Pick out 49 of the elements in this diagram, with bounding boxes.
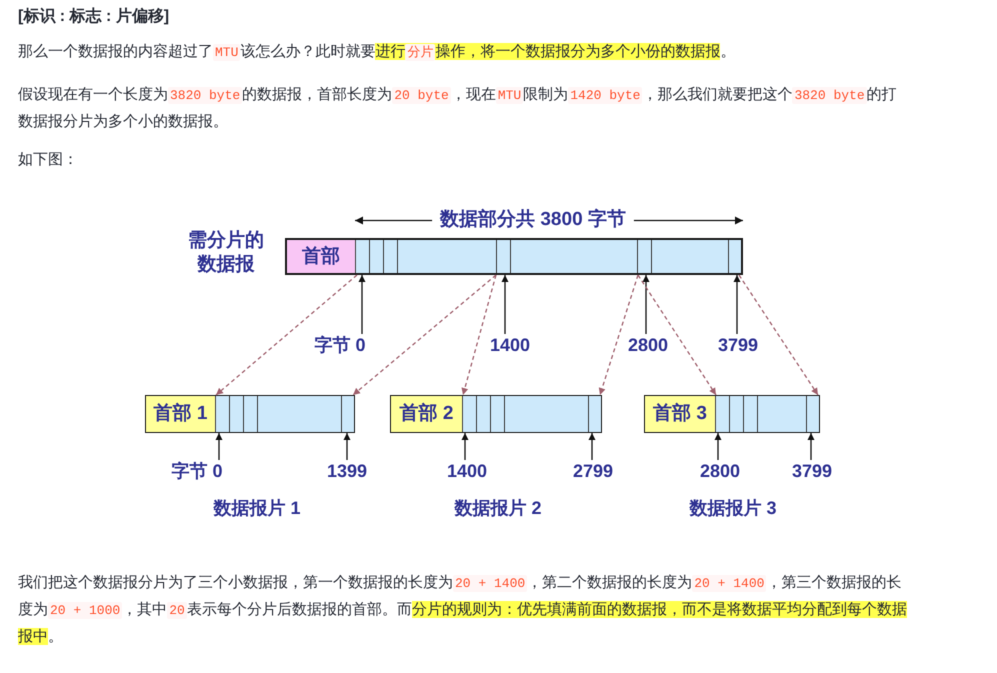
paragraph: 如下图： [18, 150, 78, 170]
byte-offset-label: 3799 [718, 334, 758, 356]
header-segment [391, 396, 462, 432]
datagram-caption: 需分片的数据报 [187, 229, 265, 277]
datagram-bar [285, 238, 743, 275]
byte-offset-label: 3799 [792, 460, 832, 482]
fragment-bar [390, 395, 602, 433]
data-segment [355, 240, 741, 273]
arrow [588, 433, 596, 460]
data-segment [215, 396, 354, 432]
byte-offset-label: 字节 0 [314, 334, 366, 356]
dashed-arrow [637, 274, 717, 396]
dashed-arrow [738, 274, 819, 396]
dimension-label: 数据部分共 3800 字节 [440, 208, 626, 232]
header-segment [146, 396, 215, 432]
fragment-caption: 数据报片 2 [454, 497, 542, 520]
byte-offset-label: 1400 [446, 460, 488, 482]
byte-offset-label: 1400 [490, 334, 530, 356]
header-label: 首部 3 [653, 403, 707, 425]
fragment-bar [644, 395, 820, 433]
byte-offset-label: 2800 [700, 460, 740, 482]
dashed-arrow [598, 274, 639, 396]
dashed-arrow [352, 274, 496, 396]
fragment-bar [145, 395, 355, 433]
dashed-arrow [461, 274, 497, 396]
data-segment [462, 396, 601, 432]
data-segment [715, 396, 819, 432]
byte-offset-label: 字节 0 [172, 460, 222, 482]
arrow [734, 275, 740, 334]
arrow [344, 433, 350, 460]
dashed-arrow [216, 274, 358, 396]
arrow [642, 275, 650, 334]
section-heading: [标识 : 标志 : 片偏移] [18, 6, 170, 27]
arrow [216, 433, 222, 460]
fragment-caption: 数据报片 3 [690, 497, 776, 520]
byte-offset-label: 2799 [572, 460, 614, 482]
header-label: 首部 2 [400, 403, 454, 425]
byte-offset-label: 1399 [326, 460, 368, 482]
header-segment [287, 240, 355, 273]
arrow [808, 433, 814, 460]
header-label: 首部 [302, 246, 340, 268]
arrow [714, 433, 722, 460]
header-label: 首部 1 [154, 403, 208, 425]
byte-offset-label: 2800 [628, 334, 668, 356]
arrow [502, 275, 508, 334]
arrow [358, 275, 366, 334]
header-segment [645, 396, 715, 432]
arrow [462, 433, 468, 460]
fragment-caption: 数据报片 1 [214, 497, 300, 520]
